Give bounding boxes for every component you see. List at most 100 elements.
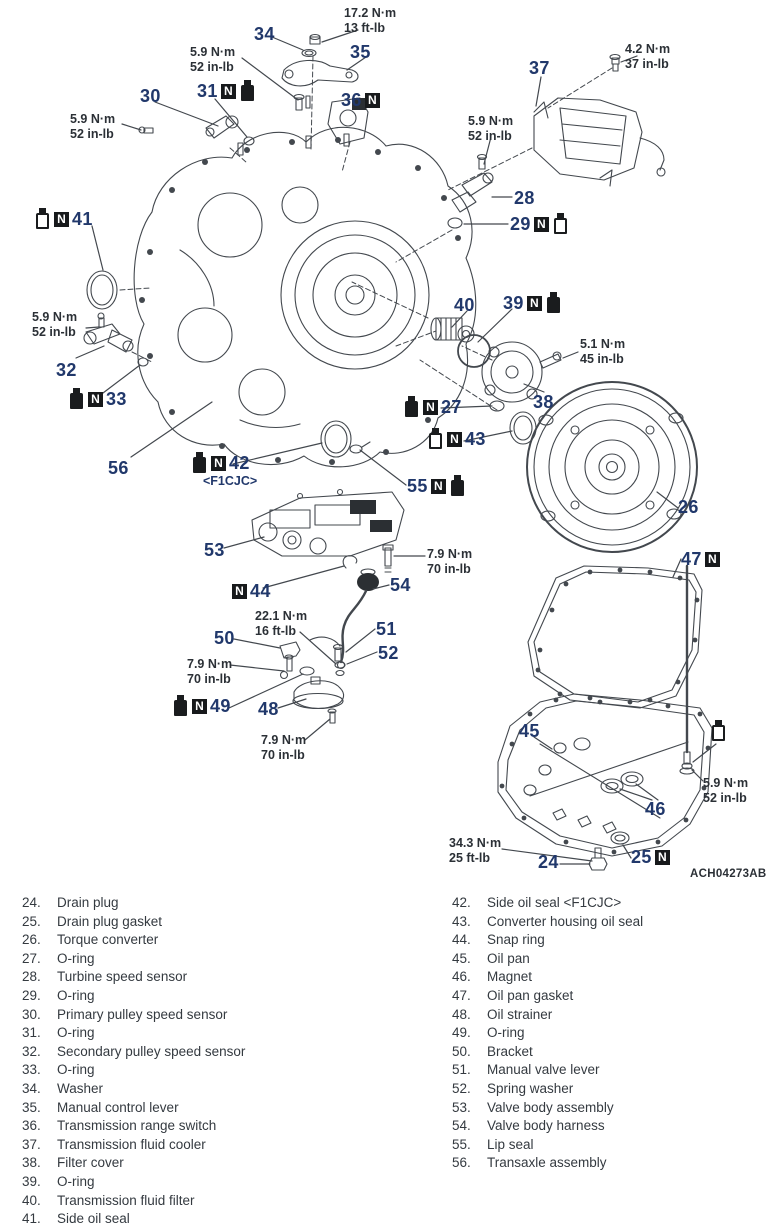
part-name: Oil pan gasket xyxy=(487,987,574,1003)
part-index: 49. xyxy=(452,1025,471,1041)
part-name: Secondary pulley speed sensor xyxy=(57,1043,246,1059)
part-index: 29. xyxy=(22,987,41,1003)
fluid-bottle-icon xyxy=(428,428,443,450)
parts-list-item: 31.O-ring xyxy=(22,1024,245,1043)
parts-list-item: 35.Manual control lever xyxy=(22,1099,245,1118)
part-name: Side oil seal <F1CJC> xyxy=(487,895,622,910)
part-index: 47. xyxy=(452,987,471,1003)
part-number-label: 28 xyxy=(514,188,535,208)
torque-value-line: 52 in-lb xyxy=(32,324,76,339)
parts-list-item: 36.Transmission range switch xyxy=(22,1117,245,1136)
part-number-label: 42 xyxy=(229,452,250,473)
part-number-label: 40 xyxy=(454,295,475,315)
part-index: 34. xyxy=(22,1080,41,1096)
part-index: 40. xyxy=(22,1192,41,1208)
torque-converter-art xyxy=(526,381,698,553)
callout-35: 35 xyxy=(350,42,371,63)
fluid-cooler-art xyxy=(533,53,666,187)
part-name: Oil pan xyxy=(487,950,530,966)
part-name: Manual control lever xyxy=(57,1099,179,1115)
parts-list-item: 25.Drain plug gasket xyxy=(22,913,245,932)
callout-46: 46 xyxy=(645,799,666,820)
parts-list-right-column: 42.Side oil seal <F1CJC>43.Converter hou… xyxy=(452,894,643,1173)
torque-value-line: 7.9 N·m xyxy=(261,733,307,747)
fluid-bottle-icon xyxy=(450,475,465,497)
part-name: Snap ring xyxy=(487,932,545,948)
part-index: 26. xyxy=(22,932,41,948)
callout-38: 38 xyxy=(533,392,554,413)
oil-pan-gasket-art xyxy=(527,564,703,775)
new-part-n-symbol-icon: N xyxy=(364,93,380,108)
part-number-label: 47 xyxy=(681,549,702,569)
parts-list-item: 52.Spring washer xyxy=(452,1080,643,1099)
part-name: Bracket xyxy=(487,1043,533,1059)
part-name: O-ring xyxy=(487,1025,525,1041)
part-index: 46. xyxy=(452,969,471,985)
parts-list-item: 56.Transaxle assembly xyxy=(452,1154,643,1173)
valve-body-art xyxy=(251,488,405,670)
variant-code-label: <F1CJC> xyxy=(203,474,258,488)
part-name: Transmission fluid filter xyxy=(57,1192,195,1208)
part-index: 25. xyxy=(22,913,41,929)
fluid-bottle-icon xyxy=(404,396,419,418)
part-index: 56. xyxy=(452,1155,471,1171)
parts-list-item: 32.Secondary pulley speed sensor xyxy=(22,1043,245,1062)
part-index: 45. xyxy=(452,950,471,966)
part-name: O-ring xyxy=(57,1025,95,1041)
part-name: Spring washer xyxy=(487,1080,574,1096)
torque-value-line: 17.2 N·m xyxy=(344,6,397,20)
figure-reference-code: ACH04273AB xyxy=(690,868,767,880)
speed-sensor-32-art xyxy=(83,312,149,367)
torque-value-line: 4.2 N·m xyxy=(625,42,671,56)
parts-list-item: 45. Oil pan xyxy=(452,950,643,969)
part-index: 28. xyxy=(22,969,41,985)
parts-list-item: 46.Magnet xyxy=(452,968,643,987)
part-number-label: 56 xyxy=(108,458,129,478)
parts-list-item: 42.Side oil seal <F1CJC> xyxy=(452,894,643,913)
part-name: Torque converter xyxy=(57,932,159,948)
part-name: O-ring xyxy=(57,1062,95,1078)
part-number-label: 44 xyxy=(250,581,271,601)
parts-list-item: 48.Oil strainer xyxy=(452,1006,643,1025)
torque-value-line: 52 in-lb xyxy=(190,59,234,74)
torque-value-line: 37 in-lb xyxy=(625,56,669,71)
oil-pan-art xyxy=(497,693,713,871)
parts-list-item: 55.Lip seal xyxy=(452,1136,643,1155)
part-index: 27. xyxy=(22,950,41,966)
part-number-label: 27 xyxy=(441,396,462,417)
new-part-n-symbol-icon: N xyxy=(447,431,462,447)
callout-34: 34 xyxy=(254,24,275,45)
transaxle-assembly-art xyxy=(133,126,477,468)
callout-48: 48 xyxy=(258,699,279,720)
part-name: Side oil seal xyxy=(57,1211,130,1227)
fluid-bottle-icon xyxy=(35,208,50,230)
part-index: 54. xyxy=(452,1118,471,1134)
torque-value-line: 34.3 N·m xyxy=(449,836,502,850)
parts-list-item: 53.Valve body assembly xyxy=(452,1099,643,1118)
part-index: 36. xyxy=(22,1118,41,1134)
fluid-bottle-icon xyxy=(553,213,568,235)
fluid-bottle-icon xyxy=(711,720,726,742)
part-number-label: 25 xyxy=(631,847,652,867)
new-part-n-symbol-icon: N xyxy=(526,295,542,311)
